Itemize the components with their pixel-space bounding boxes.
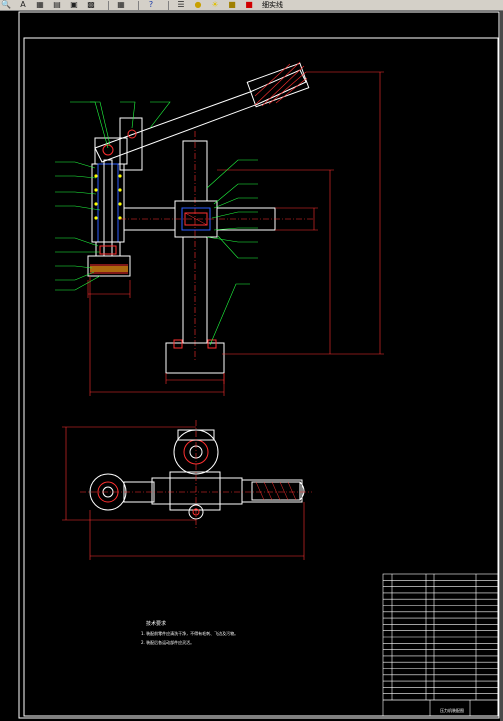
lock-icon[interactable]: ■	[228, 0, 236, 9]
toolbar-separator	[108, 0, 109, 10]
plunger-base	[87, 255, 131, 277]
layers-icon[interactable]: ☰	[177, 0, 185, 9]
title-block-name: 压力机装配图	[440, 707, 464, 713]
color-square-icon[interactable]: ■	[245, 0, 253, 9]
current-layer-label[interactable]: 细实线	[262, 1, 283, 9]
leader-lines	[55, 101, 258, 346]
color-icon[interactable]: ▣	[70, 0, 78, 9]
drawing-canvas[interactable]: 技术要求 1. 装配前零件应清洗干净，不得有毛刺、飞边及污物。 2. 装配后各运…	[0, 11, 503, 721]
help-icon[interactable]: ?	[148, 0, 154, 9]
text-style-icon[interactable]: A	[20, 0, 26, 9]
sheet-outer-border	[18, 11, 500, 719]
sun-icon[interactable]: ☀	[211, 0, 219, 9]
toolbar-separator	[168, 0, 169, 10]
cad-toolbar: 🔍 A ▦ ▤ ▣ ▩ ▦ ? ☰ ● ☀ ■ ■ 细实线	[0, 0, 503, 11]
vertical-scrollbar[interactable]	[500, 11, 503, 721]
bulb-icon[interactable]: ●	[194, 0, 202, 9]
zoom-icon[interactable]: 🔍	[1, 0, 11, 9]
notes-line-2: 2. 装配后各运动部件应灵活。	[141, 639, 194, 645]
top-view	[62, 420, 312, 560]
drawing-svg: 技术要求 1. 装配前零件应清洗干净，不得有毛刺、飞边及污物。 2. 装配后各运…	[0, 11, 503, 721]
horizontal-arm	[120, 207, 315, 231]
dimensions-front	[87, 71, 384, 396]
layer-icon[interactable]: ▤	[53, 0, 61, 9]
front-view	[55, 61, 384, 396]
technical-notes: 技术要求 1. 装配前零件应清洗干净，不得有毛刺、飞边及污物。 2. 装配后各运…	[141, 620, 238, 645]
block-icon[interactable]: ▩	[87, 0, 95, 9]
title-block: 压力机装配图	[382, 573, 499, 717]
handle-lever	[94, 61, 310, 163]
grid-icon[interactable]: ▦	[36, 0, 44, 9]
toolbar-separator	[138, 0, 139, 10]
plunger-cylinder	[91, 159, 125, 257]
sheet-inner-border	[23, 37, 499, 717]
notes-line-1: 1. 装配前零件应清洗干净，不得有毛刺、飞边及污物。	[141, 630, 238, 636]
notes-title: 技术要求	[146, 620, 166, 627]
table-icon[interactable]: ▦	[117, 0, 125, 9]
